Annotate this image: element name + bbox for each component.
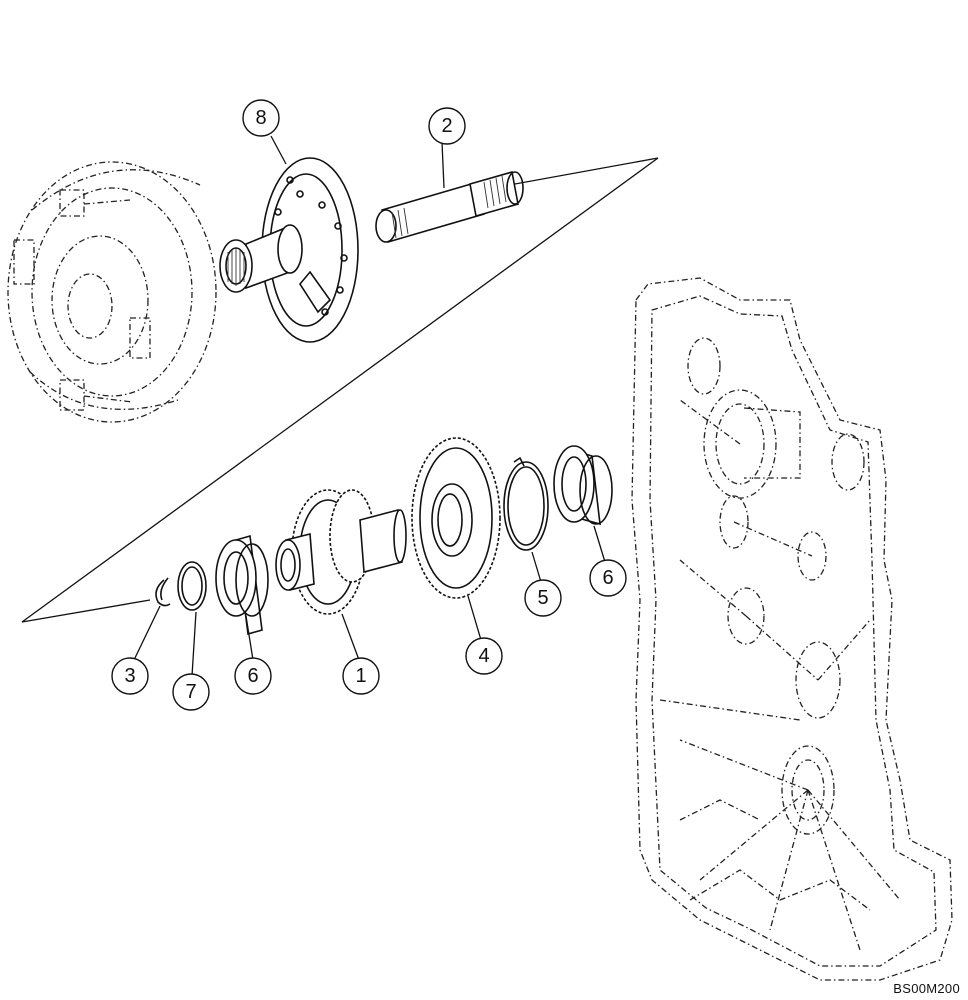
callout-4: 4 (465, 637, 503, 675)
part-8-pump-plate (219, 157, 359, 343)
part-2-input-shaft (375, 170, 524, 244)
callout-5-label: 5 (537, 587, 548, 609)
callout-3-label: 3 (124, 665, 135, 687)
leader-lines (133, 135, 606, 677)
callout-6-right-label: 6 (602, 567, 613, 589)
part-6-left-bearing (215, 534, 269, 636)
callout-8: 8 (242, 99, 280, 137)
part-7-retaining-ring (177, 561, 207, 611)
part-4-gear (411, 437, 501, 599)
callout-2: 2 (428, 107, 466, 145)
callout-5: 5 (524, 579, 562, 617)
transmission-housing (631, 277, 953, 981)
part-5-snap-ring (503, 456, 549, 551)
reference-code: BS00M200 (893, 981, 960, 996)
callout-6-left: 6 (234, 657, 272, 695)
callout-1: 1 (342, 657, 380, 695)
callout-2-label: 2 (441, 115, 452, 137)
part-1-cluster-gear (275, 489, 407, 615)
callout-7-label: 7 (185, 681, 196, 703)
callout-7: 7 (172, 673, 210, 711)
callout-8-label: 8 (255, 107, 266, 129)
callout-6-left-label: 6 (247, 665, 258, 687)
callout-1-label: 1 (355, 665, 366, 687)
callout-3: 3 (111, 657, 149, 695)
part-3-snap-ring (155, 577, 171, 607)
callout-6-right: 6 (589, 559, 627, 597)
part-6-right-bearing (553, 445, 613, 526)
callout-4-label: 4 (478, 645, 489, 667)
torque-converter (7, 161, 217, 423)
